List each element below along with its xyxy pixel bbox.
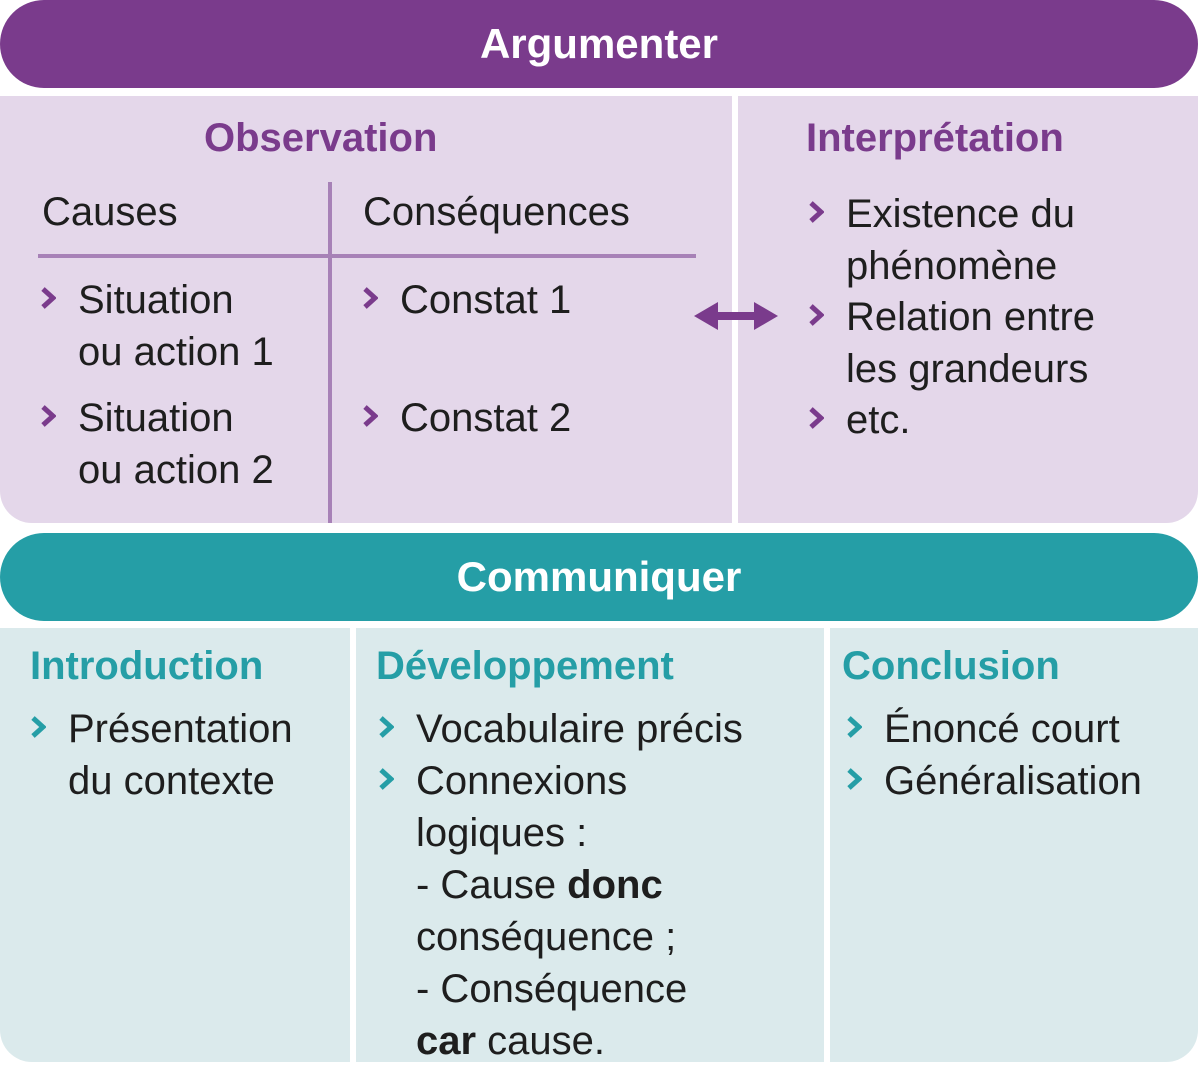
cause-item: Situation ou action 1	[40, 274, 274, 378]
conclusion-line: Généralisation	[884, 759, 1142, 803]
interpretation-title: Interprétation	[806, 116, 1064, 160]
developpement-line: - Cause donc	[416, 859, 687, 911]
causes-header: Causes	[42, 190, 178, 234]
connector-text: cause.	[476, 1019, 606, 1063]
communiquer-banner: Communiquer	[0, 533, 1198, 621]
connector-keyword-car: car	[416, 1019, 477, 1063]
developpement-line: Vocabulaire précis	[416, 707, 743, 751]
chevron-right-icon	[846, 767, 862, 791]
developpement-line: conséquence ;	[416, 915, 677, 959]
chevron-right-icon	[40, 404, 56, 428]
interpretation-line: Relation entre	[846, 295, 1096, 339]
observation-panel	[0, 96, 732, 523]
developpement-line: - Conséquence	[416, 967, 688, 1011]
chevron-right-icon	[846, 715, 862, 739]
introduction-item: Présentation du contexte	[30, 703, 293, 807]
introduction-line: Présentation	[68, 707, 293, 751]
cause-line: Situation	[78, 396, 234, 440]
conclusion-item: Généralisation	[846, 755, 1142, 807]
observation-title: Observation	[204, 116, 438, 160]
chevron-right-icon	[30, 715, 46, 739]
consequence-text: Constat 1	[400, 278, 572, 322]
connector-text: - Cause	[416, 863, 568, 907]
developpement-title: Développement	[376, 644, 674, 688]
interpretation-line: les grandeurs	[846, 347, 1089, 391]
developpement-panel	[356, 628, 824, 1062]
table-vertical-divider	[328, 182, 332, 523]
consequence-text: Constat 2	[400, 396, 572, 440]
developpement-line: logiques :	[416, 811, 588, 855]
chevron-right-icon	[362, 286, 378, 310]
consequence-item: Constat 1	[362, 274, 571, 326]
interpretation-line: phénomène	[846, 244, 1058, 288]
chevron-right-icon	[808, 303, 824, 327]
conclusion-title: Conclusion	[842, 644, 1060, 688]
conclusion-line: Énoncé court	[884, 707, 1120, 751]
interpretation-item: Existence du phénomène	[808, 188, 1075, 292]
table-horizontal-divider	[38, 254, 696, 258]
introduction-panel	[0, 628, 350, 1062]
argumenter-title: Argumenter	[479, 20, 719, 67]
cause-line: ou action 1	[78, 330, 274, 374]
double-arrow-icon	[694, 302, 778, 330]
cause-line: Situation	[78, 278, 234, 322]
interpretation-line: etc.	[846, 398, 911, 442]
chevron-right-icon	[40, 286, 56, 310]
chevron-right-icon	[808, 200, 824, 224]
introduction-line: du contexte	[68, 759, 275, 803]
developpement-line: car cause.	[416, 1015, 687, 1067]
interpretation-line: Existence du	[846, 192, 1076, 236]
connector-keyword-donc: donc	[567, 863, 663, 907]
chevron-right-icon	[378, 715, 394, 739]
cause-item: Situation ou action 2	[40, 392, 274, 496]
developpement-line: Connexions	[416, 759, 628, 803]
consequence-item: Constat 2	[362, 392, 571, 444]
chevron-right-icon	[378, 767, 394, 791]
chevron-right-icon	[362, 404, 378, 428]
chevron-right-icon	[808, 406, 824, 430]
interpretation-item: etc.	[808, 394, 910, 446]
developpement-item: Connexions logiques : - Cause donc consé…	[378, 755, 687, 1067]
argumenter-banner: Argumenter	[0, 0, 1198, 88]
communiquer-title: Communiquer	[456, 553, 742, 600]
developpement-item: Vocabulaire précis	[378, 703, 743, 755]
introduction-title: Introduction	[30, 644, 264, 688]
conclusion-panel	[830, 628, 1198, 1062]
conclusion-item: Énoncé court	[846, 703, 1120, 755]
consequences-header: Conséquences	[363, 190, 630, 234]
cause-line: ou action 2	[78, 448, 274, 492]
interpretation-item: Relation entre les grandeurs	[808, 291, 1095, 395]
